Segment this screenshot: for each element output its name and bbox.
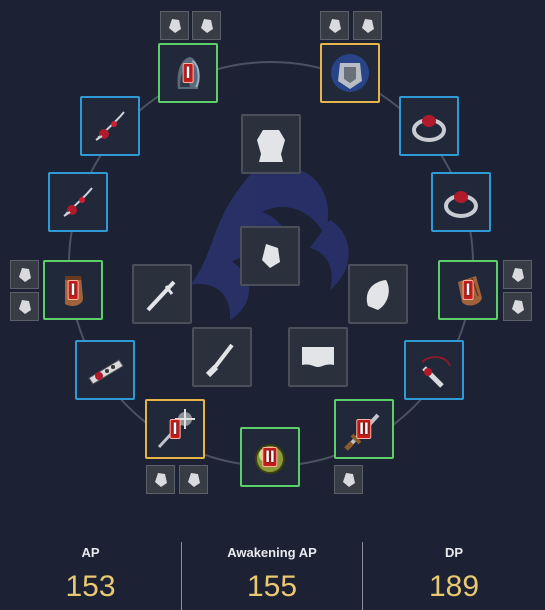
outfit-icon — [257, 130, 285, 162]
crystal-icon — [168, 18, 181, 33]
armor-icon — [331, 54, 369, 92]
armor-slot[interactable] — [320, 43, 380, 103]
crystal-icon — [511, 267, 524, 282]
outfit-underwear-icon — [302, 347, 334, 367]
ring-slot-right[interactable] — [399, 96, 459, 156]
crystal-socket[interactable] — [503, 292, 532, 321]
outfit-weapon-icon — [146, 280, 176, 312]
enhancement-badge: II — [262, 447, 278, 467]
gloves-slot-left[interactable]: I — [43, 260, 103, 320]
outfit-underwear-slot[interactable] — [288, 327, 348, 387]
crystal-icon — [187, 472, 200, 487]
awakening-weapon-slot[interactable] — [404, 340, 464, 400]
outfit-shield-slot[interactable] — [348, 264, 408, 324]
dp-value: 189 — [428, 570, 480, 603]
outfit-shield-icon — [366, 280, 389, 310]
outfit-weapon-slot[interactable] — [132, 264, 192, 324]
crystal-icon — [361, 18, 374, 33]
belt-slot[interactable] — [75, 340, 135, 400]
stats-bar: AP 153 Awakening AP 155 DP 189 — [0, 530, 545, 610]
crystal-icon — [18, 299, 31, 314]
earring-icon — [63, 187, 93, 217]
crystal-socket[interactable] — [320, 11, 349, 40]
ring-slot-right-2[interactable] — [431, 172, 491, 232]
crystal-socket[interactable] — [160, 11, 189, 40]
crystal-icon — [342, 472, 355, 487]
ap-value: 153 — [65, 570, 116, 603]
crystal-socket[interactable] — [179, 465, 208, 494]
helmet-slot[interactable]: I — [158, 43, 218, 103]
crystal-icon — [154, 472, 167, 487]
crystal-socket[interactable] — [192, 11, 221, 40]
ap-label: AP — [81, 545, 100, 560]
gear-panel: I I I — [10, 11, 532, 494]
crystal-socket[interactable] — [10, 260, 39, 289]
crystal-icon — [328, 18, 341, 33]
divider — [181, 542, 182, 610]
enhancement-badge: II — [356, 419, 372, 439]
enhancement-badge: I — [462, 280, 474, 300]
crystal-socket[interactable] — [334, 465, 363, 494]
main-weapon-slot[interactable]: I — [145, 399, 205, 459]
earring-icon — [95, 111, 125, 141]
crystal-socket[interactable] — [10, 292, 39, 321]
crystal-icon — [262, 244, 280, 268]
gloves-slot-right[interactable]: I — [438, 260, 498, 320]
sub-weapon-slot[interactable]: II — [334, 399, 394, 459]
dp-label: DP — [444, 545, 464, 560]
crystal-socket[interactable] — [146, 465, 175, 494]
earring-slot-left-2[interactable] — [48, 172, 108, 232]
dp-stat: DP 189 — [363, 530, 545, 610]
earring-slot-left[interactable] — [80, 96, 140, 156]
crystal-socket[interactable] — [353, 11, 382, 40]
outfit-awakening-icon — [205, 343, 234, 377]
crystal-icon — [511, 299, 524, 314]
enhancement-badge: I — [182, 63, 194, 83]
ap-stat: AP 153 — [0, 530, 181, 610]
awakening-ap-label: Awakening AP — [227, 545, 317, 560]
enhancement-badge: I — [67, 280, 79, 300]
awakening-ap-stat: Awakening AP 155 — [182, 530, 362, 610]
necklace-slot[interactable]: II — [240, 427, 300, 487]
enhancement-badge: I — [169, 419, 181, 439]
crystal-icon — [18, 267, 31, 282]
outfit-helmet-slot[interactable] — [241, 114, 301, 174]
ring-icon — [412, 115, 446, 142]
divider — [362, 542, 363, 610]
crystal-icon — [200, 18, 213, 33]
awakening-weapon-icon — [421, 356, 451, 388]
awakening-ap-value: 155 — [246, 570, 298, 603]
belt-icon — [88, 359, 124, 385]
outfit-awakening-slot[interactable] — [192, 327, 252, 387]
crystal-center-slot[interactable] — [240, 226, 300, 286]
ring-icon — [444, 191, 478, 218]
crystal-socket[interactable] — [503, 260, 532, 289]
